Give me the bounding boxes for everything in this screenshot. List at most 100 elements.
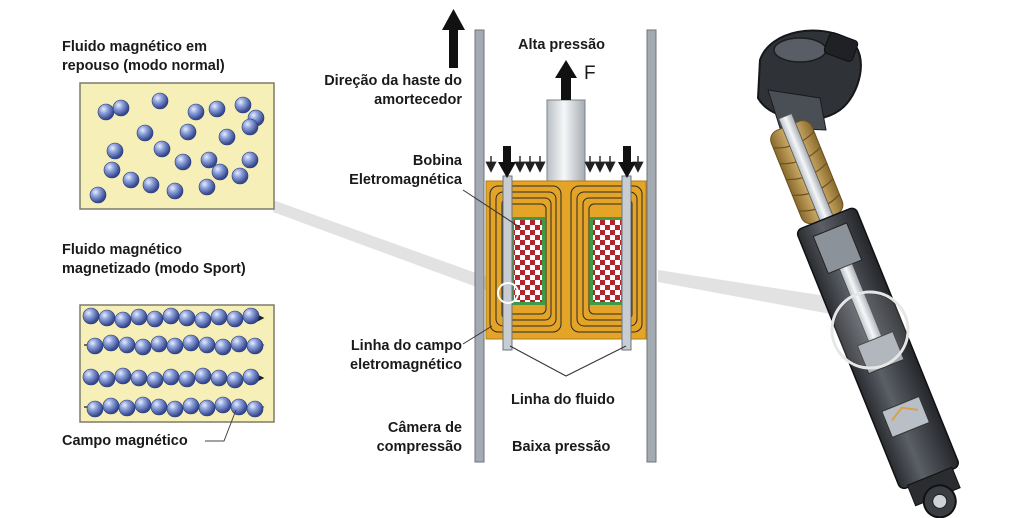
field-lines-right	[570, 185, 643, 333]
fluid-particle	[226, 371, 244, 389]
force-symbol: F	[584, 63, 596, 84]
fluid-particle	[106, 142, 124, 160]
fluid-particle	[246, 400, 264, 418]
fluid-particle	[231, 167, 249, 185]
zoom-beam-left	[273, 200, 512, 300]
fluid-channel-right	[621, 175, 632, 351]
chamber-line2: compressão	[376, 439, 462, 455]
high-pressure-label: Alta pressão	[518, 37, 606, 53]
coil-callout-line	[462, 189, 522, 229]
fluid-particle	[162, 307, 180, 325]
fluid-particle	[198, 178, 216, 196]
magnetized-region-highlight	[497, 282, 519, 304]
cylinder-wall-left	[474, 29, 485, 463]
fluid-particle	[187, 103, 205, 121]
fluid-particle	[150, 335, 168, 353]
flow-arrow-right-head	[618, 162, 636, 178]
fluid-particle	[242, 307, 260, 325]
chamber-label: Câmera de compressão	[377, 419, 462, 457]
fluid-particle	[136, 124, 154, 142]
fluid-particle	[114, 311, 132, 329]
fluid-line-label: Linha do fluido	[511, 392, 615, 408]
fluid-particle	[210, 369, 228, 387]
magnetized-title-line1: Fluido magnético	[62, 242, 183, 258]
flow-arrow-left-shaft	[503, 146, 511, 164]
zoom-beam-right	[658, 270, 852, 318]
fluid-particle	[102, 334, 120, 352]
fluid-particle	[134, 338, 152, 356]
force-arrow-head	[555, 60, 577, 78]
fluid-particle	[246, 337, 264, 355]
fluid-particle	[211, 163, 229, 181]
fluid-particle	[230, 335, 248, 353]
fluid-particle	[166, 182, 184, 200]
fluid-particle	[200, 151, 218, 169]
magnetized-particle-chains	[82, 307, 265, 418]
fluid-particle	[182, 334, 200, 352]
fluid-particle	[166, 337, 184, 355]
force-arrow-shaft	[561, 76, 571, 100]
field-line1: Linha do campo	[350, 338, 462, 354]
fluid-particle	[118, 399, 136, 417]
fluid-particle	[82, 307, 100, 325]
fluid-particle	[194, 367, 212, 385]
field-lines-left	[489, 185, 562, 333]
fluid-particle	[98, 309, 116, 327]
fluid-particle	[82, 368, 100, 386]
rest-particles	[89, 92, 265, 204]
chamber-line1: Câmera de	[387, 420, 462, 436]
fluid-particle	[103, 161, 121, 179]
rod-direction-label: Direção da haste do amortecedor	[324, 72, 462, 110]
fluid-particle	[150, 398, 168, 416]
magnetized-title-line2: magnetizado (modo Sport)	[62, 261, 246, 277]
coil-line1: Bobina	[412, 153, 462, 169]
coil-line2: Eletromagnética	[349, 172, 462, 188]
fluid-particle	[214, 338, 232, 356]
fluid-particle	[151, 92, 169, 110]
fluid-particle	[230, 398, 248, 416]
fluid-particle	[146, 371, 164, 389]
fluid-particle	[86, 400, 104, 418]
fluid-particle	[174, 153, 192, 171]
field-line2: eletromagnético	[350, 357, 462, 373]
field-line-label: Linha do campo eletromagnético	[350, 337, 462, 375]
fluid-particle	[134, 396, 152, 414]
fluid-particle	[114, 367, 132, 385]
fluid-particle	[130, 369, 148, 387]
field-callout-line	[462, 325, 493, 345]
fluid-particle	[122, 171, 140, 189]
rest-title: Fluido magnético em repouso (modo normal…	[62, 38, 225, 76]
fluid-particle	[97, 103, 115, 121]
fluid-particle	[142, 176, 160, 194]
flow-arrow-right-shaft	[623, 146, 631, 164]
rod-direction-line1: Direção da haste do	[324, 73, 462, 89]
rod-direction-arrow-shaft	[449, 28, 458, 68]
fluid-particle	[198, 336, 216, 354]
fluid-particle	[241, 151, 259, 169]
fluid-particle	[242, 368, 260, 386]
rest-title-line1: Fluido magnético em	[62, 39, 208, 55]
cylinder-wall-right	[646, 29, 657, 463]
fluid-particle	[166, 400, 184, 418]
piston-rod	[546, 99, 586, 183]
fluid-particle	[153, 140, 171, 158]
fluid-particle	[179, 123, 197, 141]
fluid-particle	[162, 368, 180, 386]
magnetized-title: Fluido magnético magnetizado (modo Sport…	[62, 241, 246, 279]
field-label-leader	[205, 409, 237, 442]
fluid-particle	[210, 308, 228, 326]
fluid-particle	[178, 309, 196, 327]
fluid-particle	[194, 311, 212, 329]
fluid-particle	[214, 396, 232, 414]
pressure-arrows	[485, 156, 644, 173]
field-label: Campo magnético	[62, 433, 188, 449]
fluid-particle	[208, 100, 226, 118]
rest-title-line2: repouso (modo normal)	[62, 58, 225, 74]
low-pressure-label: Baixa pressão	[512, 439, 611, 455]
flow-arrow-left-head	[498, 162, 516, 178]
rod-direction-arrow-head	[442, 9, 465, 30]
fluid-particle	[98, 370, 116, 388]
fluid-particle	[86, 337, 104, 355]
fluid-particle	[241, 118, 259, 136]
